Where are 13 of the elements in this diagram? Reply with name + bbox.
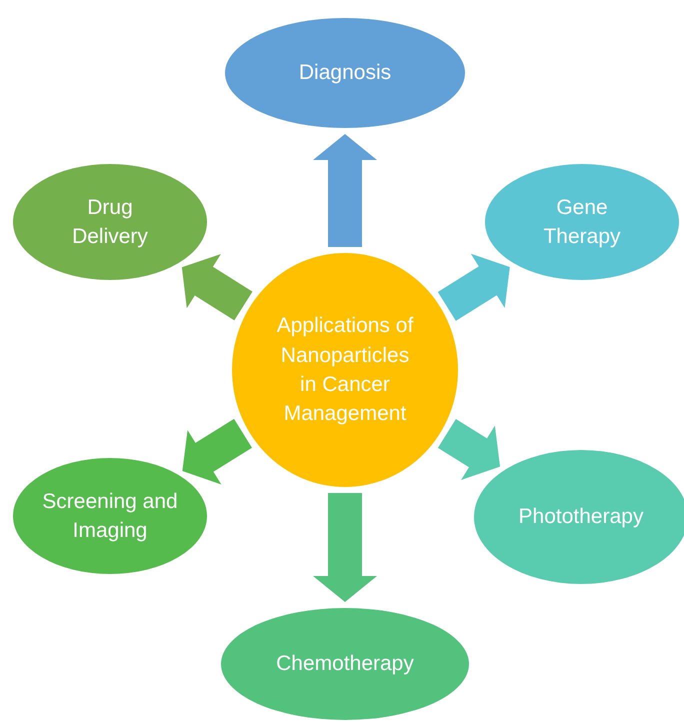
topic-label: Screening and Imaging	[41, 488, 179, 544]
center-title: Applications of Nanoparticles in Cancer Management	[276, 313, 414, 428]
block-arrow	[313, 493, 377, 602]
block-arrow	[438, 254, 510, 321]
topic-label: Diagnosis	[298, 60, 392, 86]
block-arrow	[313, 134, 377, 247]
block-arrow	[182, 418, 252, 484]
topic-label: Phototherapy	[518, 504, 644, 530]
block-arrow	[182, 254, 252, 320]
topic-label: Drug Delivery	[71, 194, 149, 250]
topic-label: Chemotherapy	[275, 651, 415, 678]
topic-label: Gene Therapy	[542, 194, 622, 250]
block-arrow	[438, 419, 500, 480]
